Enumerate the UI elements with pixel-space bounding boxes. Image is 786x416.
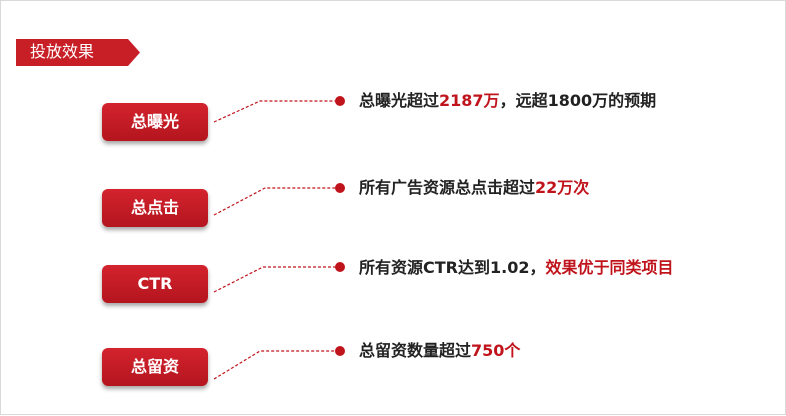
connector-dot-4 xyxy=(335,346,345,356)
badge-total-exposure: 总曝光 xyxy=(102,103,208,141)
desc-highlight: 2187万 xyxy=(439,91,500,110)
desc-highlight: 750个 xyxy=(471,341,521,360)
desc-prefix: 所有资源CTR达到1.02， xyxy=(359,258,546,277)
desc-total-leads: 总留资数量超过750个 xyxy=(359,340,520,362)
badge-total-clicks: 总点击 xyxy=(102,189,208,227)
desc-highlight: 22万次 xyxy=(535,178,590,197)
connector-line-3 xyxy=(213,266,338,293)
desc-ctr: 所有资源CTR达到1.02，效果优于同类项目 xyxy=(359,257,673,279)
connector-dot-1 xyxy=(335,96,345,106)
section-title: 投放效果 xyxy=(30,42,95,61)
desc-suffix: ，远超1800万的预期 xyxy=(499,91,657,110)
connector-line-1 xyxy=(213,100,338,123)
badge-total-leads: 总留资 xyxy=(102,348,208,386)
badge-label: CTR xyxy=(137,274,173,293)
badge-label: 总留资 xyxy=(130,357,179,376)
connector-line-2 xyxy=(213,187,338,216)
title-tab-shape xyxy=(16,39,140,66)
desc-total-clicks: 所有广告资源总点击超过22万次 xyxy=(359,177,589,199)
desc-prefix: 所有广告资源总点击超过 xyxy=(359,178,536,197)
connector-line-4 xyxy=(213,350,338,380)
desc-highlight: 效果优于同类项目 xyxy=(545,258,674,277)
badge-label: 总点击 xyxy=(130,198,179,217)
section-title-tab: 投放效果 xyxy=(16,39,140,66)
connector-dot-2 xyxy=(335,183,345,193)
desc-total-exposure: 总曝光超过2187万，远超1800万的预期 xyxy=(359,90,656,112)
desc-prefix: 总留资数量超过 xyxy=(359,341,472,360)
connector-dot-3 xyxy=(335,262,345,272)
badge-ctr: CTR xyxy=(102,265,208,303)
desc-prefix: 总曝光超过 xyxy=(359,91,440,110)
badge-label: 总曝光 xyxy=(130,112,179,131)
